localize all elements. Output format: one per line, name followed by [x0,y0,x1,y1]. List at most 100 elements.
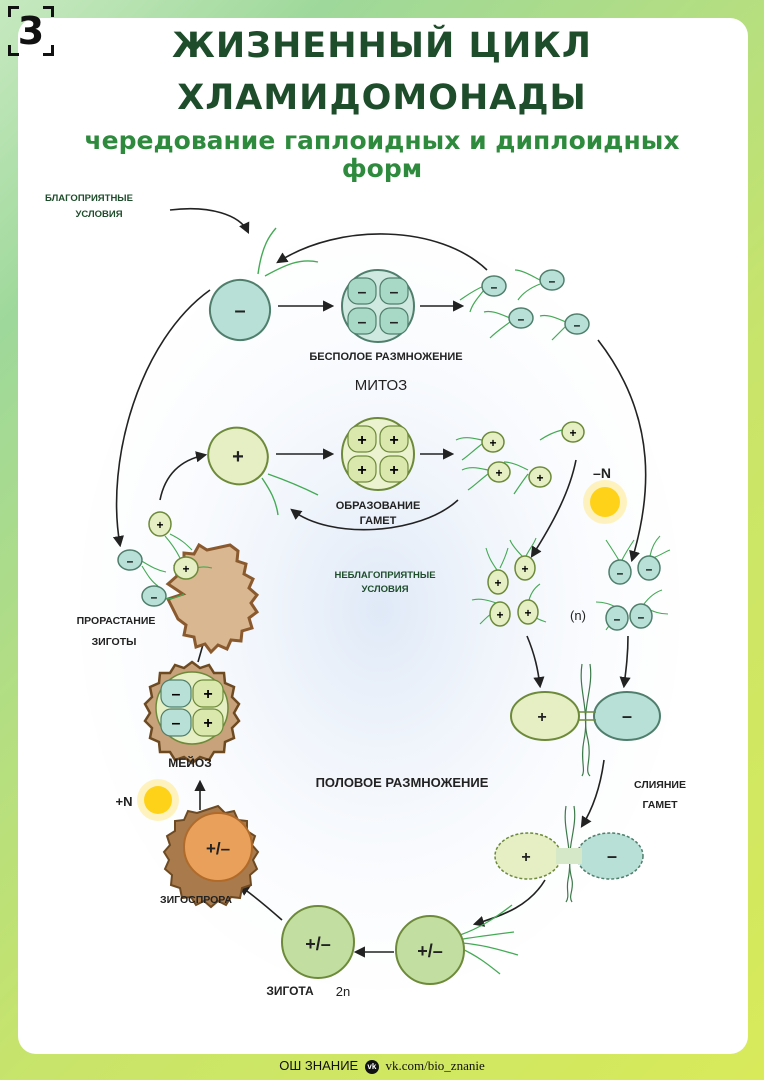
arrow-minus-to-fusion [619,635,631,689]
plus-sign: + [389,462,398,479]
minus-zoospores [459,269,567,341]
germination-cells: + – + – [117,511,199,607]
minus-sign: – [390,314,399,331]
arrow-to-zygote-flagella [472,879,546,927]
plus-sign: + [203,715,212,732]
minus-sign: – [151,590,158,604]
arrow-plus-to-unfavorable [530,459,577,558]
minus-sign: – [638,610,645,624]
minus-sign: – [390,284,399,301]
plus-sign: + [389,432,398,449]
footer-site[interactable]: vk.com/bio_znanie [385,1058,485,1073]
arrow-gametes-return [290,499,459,531]
minus-sign: – [622,706,632,726]
plus-sign: + [357,462,366,479]
label-fusion-line2: ГАМЕТ [642,799,678,811]
sun-icon [137,779,179,821]
label-gametes-line2: ГАМЕТ [360,515,397,527]
zygote: +/– [281,905,355,979]
plus-adult-cell: + [207,426,319,516]
plus-sign: + [494,576,501,590]
plus-sign: + [524,606,531,620]
plus-gamete-cells: + + + + [481,421,585,488]
arrow-fusion-next [580,759,605,828]
both-sign: +/– [206,839,230,858]
minus-sign: – [607,846,617,866]
gamete-pair-contact: + – [510,663,661,777]
minus-sign: – [574,318,581,332]
gamete-fusion: + – [494,805,644,903]
plus-sign: + [203,686,212,703]
minus-sign: – [172,686,181,703]
label-mitosis: МИТОЗ [355,377,408,394]
footer: ОШ ЗНАНИЕ vk vk.com/bio_znanie [0,1058,764,1074]
arrow-favorable [169,207,250,235]
label-unfavorable-line1: НЕБЛАГОПРИЯТНЫЕ [334,570,435,581]
plus-gametes-cluster-cells: + + + + [487,555,539,627]
vk-icon: vk [364,1059,379,1074]
minus-sign: – [172,715,181,732]
minus-sign: – [358,284,367,301]
subtitle-line2: форм [341,154,423,183]
flagellated-zygote: +/– [395,904,519,985]
label-gametes-line1: ОБРАЗОВАНИЕ [336,500,421,512]
label-haploid: (n) [570,608,586,623]
plus-sign: + [537,709,546,726]
minus-sign: – [549,274,556,288]
label-favorable-line1: БЛАГОПРИЯТНЫЕ [45,193,133,204]
label-meiosis: МЕЙОЗ [168,755,211,770]
label-plus-n: +N [116,794,133,809]
minus-zoospore-cells: – – – – [481,269,590,335]
label-asexual: БЕСПОЛОЕ РАЗМНОЖЕНИЕ [309,351,462,363]
plus-sign: + [521,849,530,866]
footer-text: ОШ ЗНАНИЕ [279,1058,359,1073]
both-sign: +/– [305,934,331,954]
label-germination-line2: ЗИГОТЫ [92,636,137,648]
plus-sign: + [521,562,528,576]
minus-sign: – [127,554,134,568]
meiosis-spore: – + – + [143,660,241,765]
minus-adult-cell: – [209,227,319,341]
label-germination-line1: ПРОРАСТАНИЕ [77,615,156,627]
label-minus-n: –N [593,465,611,481]
plus-sign: + [182,562,189,576]
both-sign: +/– [417,941,443,961]
arrow-plus-to-fusion [526,635,545,689]
logo-glyph: 3 [17,9,45,53]
plus-sign: + [357,432,366,449]
minus-sign: – [358,314,367,331]
plus-gametes [455,429,563,495]
arrow-minus-to-unfavorable [597,339,647,563]
label-zygospore: ЗИГОСПРОРА [160,894,232,906]
plus-sign: + [569,426,576,440]
plus-sign: + [495,466,502,480]
plus-sign: + [496,608,503,622]
label-zygote: ЗИГОТА [266,984,314,998]
minus-sign: – [646,562,653,576]
page-title-line2: ХЛАМИДОМОНАДЫ [177,78,587,118]
label-unfavorable-line2: УСЛОВИЯ [361,584,408,595]
arrow-germination-to-plus [159,451,208,501]
arrow-zoospores-return [276,233,488,271]
minus-gametes-cluster-cells: – – – – [605,555,661,631]
minus-sign: – [491,280,498,294]
plus-sign: + [232,446,244,468]
minus-sign: – [234,300,245,322]
arrow-germination-to-minus [112,289,211,548]
minus-sign: – [518,312,525,326]
subtitle-line1: чередование гаплоидных и диплоидных [84,126,680,155]
label-favorable-line2: УСЛОВИЯ [75,209,122,220]
mitosis-plus-division: + + + + [341,417,415,491]
zygospore: +/– [162,804,260,909]
page-title-line1: ЖИЗНЕННЫЙ ЦИКЛ [172,26,592,66]
sun-icon [583,480,627,524]
label-sexual: ПОЛОВОЕ РАЗМНОЖЕНИЕ [316,775,489,790]
plus-sign: + [489,436,496,450]
plus-sign: + [156,518,163,532]
minus-sign: – [617,566,624,580]
plus-sign: + [536,471,543,485]
label-diploid: 2n [336,984,350,999]
logo: 3 [8,6,54,56]
background-glow [80,230,680,990]
